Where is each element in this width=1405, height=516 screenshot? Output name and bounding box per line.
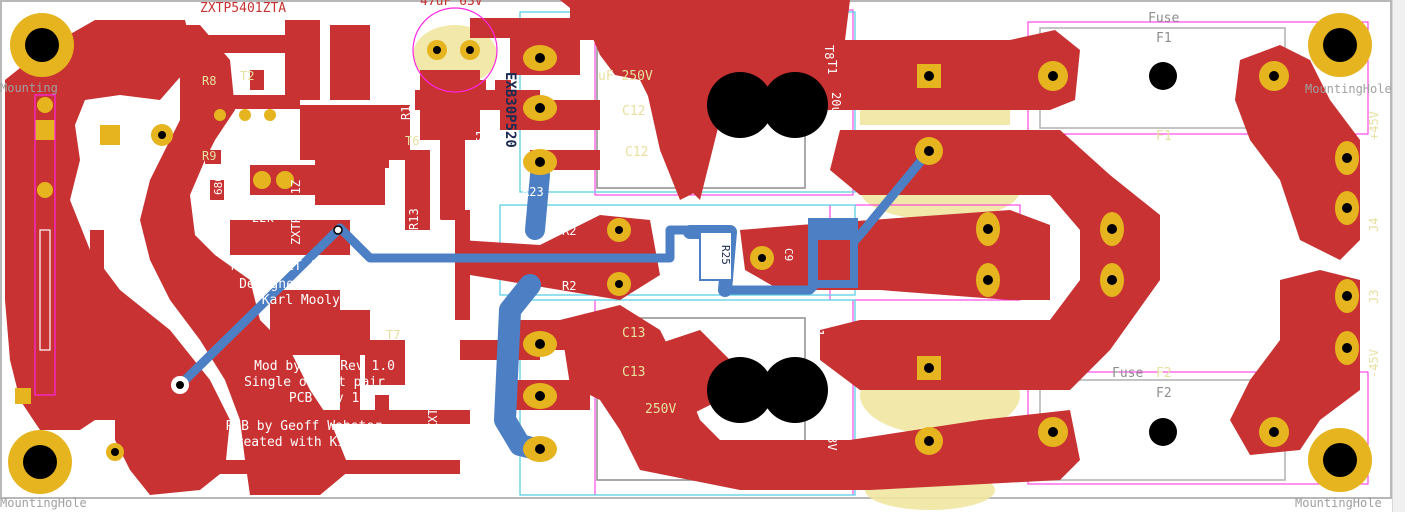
resistor-body-r25	[699, 231, 733, 281]
label-c12-a: C12	[622, 104, 645, 119]
label-c13-b: C13	[622, 365, 645, 380]
label-r23: R23	[522, 185, 544, 199]
label-cap-top: 47uF 63V	[420, 0, 483, 9]
front-copper	[5, 0, 1360, 495]
mounting-holes	[8, 13, 1372, 494]
text-amp-1: My MOSFET Amplifier	[231, 259, 380, 274]
label-t6: T6	[405, 134, 419, 148]
text-mod-2: Single output pair	[244, 375, 385, 390]
label-c12-b: C12	[625, 145, 648, 160]
label-r25: R25	[719, 245, 732, 265]
label-fuse-bottom: Fuse	[1112, 366, 1143, 381]
text-pcb-2: Created with KiCad 8.0	[228, 435, 400, 450]
label-zxtp-mid: ZXTP5401Z	[289, 180, 303, 245]
label-zxtp-bottom: ZXTP5401ZTA	[426, 350, 440, 430]
label-22k: 22k	[252, 211, 274, 225]
smd-pad-c9	[818, 240, 850, 280]
label-r2x: R2	[562, 224, 576, 238]
label-t1: T1	[825, 60, 839, 74]
label-c9: C9	[782, 248, 795, 261]
label-j4: J4	[1367, 218, 1381, 232]
label-c13-val: 250V	[645, 402, 676, 417]
label-mounting-br: MountingHole	[1295, 496, 1382, 510]
mounting-slots	[707, 62, 1177, 446]
label-c13-a: C13	[622, 326, 645, 341]
label-zxtp-top: ZXTP5401ZTA	[200, 1, 286, 16]
label-r17: R17	[399, 98, 413, 120]
silkscreen-labels: ZXTP5401ZTA 47uF 63V Fuse F1 F1 Fuse F2 …	[0, 0, 1392, 510]
label-plus45: +45V	[1367, 111, 1381, 140]
label-t7: T7	[386, 328, 400, 342]
label-mounting-tr: MountingHole	[1305, 82, 1392, 96]
label-t8: T8	[822, 45, 836, 59]
label-t1-b: T1	[812, 322, 826, 336]
text-amp-2: Designed for music	[239, 277, 380, 292]
label-r13: R13	[407, 208, 421, 230]
through-hole-pads	[15, 40, 1359, 462]
smd-pads	[205, 70, 511, 417]
label-cap-right-top: 20u 6	[829, 92, 843, 128]
label-f1-b: F1	[1156, 129, 1172, 144]
text-pcb-1: PCB by Geoff Webster	[225, 419, 382, 434]
label-r8: R8	[202, 74, 216, 88]
label-r22: 220	[431, 218, 445, 240]
vertical-scrollbar[interactable]	[1392, 0, 1405, 512]
label-minus45: -45V	[1367, 349, 1381, 378]
label-exb: EXB30P520	[502, 72, 518, 148]
label-f1-a: F1	[1156, 31, 1172, 46]
via-marker[interactable]	[333, 225, 343, 235]
label-r9: R9	[202, 149, 216, 163]
label-cap-right-bottom: 20u 63V	[825, 400, 839, 451]
label-fuse-top: Fuse	[1148, 11, 1179, 26]
text-mod-1: Mod by PCB Rev 1.0	[254, 359, 395, 374]
label-j3: J3	[1367, 290, 1381, 304]
label-t2: T2	[240, 69, 254, 83]
label-mounting-bl: MountingHole	[0, 496, 87, 510]
text-mod-3: PCB Rev 1.0	[289, 391, 375, 406]
label-r2x-b: R2	[562, 279, 576, 293]
silkscreen-outlines	[34, 7, 498, 396]
text-amp-3: Karl Mooly	[262, 293, 340, 308]
label-f2-a: F2	[1156, 366, 1172, 381]
label-r500: 500	[232, 146, 254, 160]
label-1k5: 1k5	[376, 86, 398, 100]
label-r680: 680	[212, 175, 225, 195]
label-dxt: DXT5551	[474, 129, 488, 180]
label-mounting-tl: Mounting	[0, 81, 58, 95]
label-r4: R4	[381, 36, 395, 50]
label-c12-val: uF 250V	[598, 69, 653, 84]
label-f2-b: F2	[1156, 386, 1172, 401]
